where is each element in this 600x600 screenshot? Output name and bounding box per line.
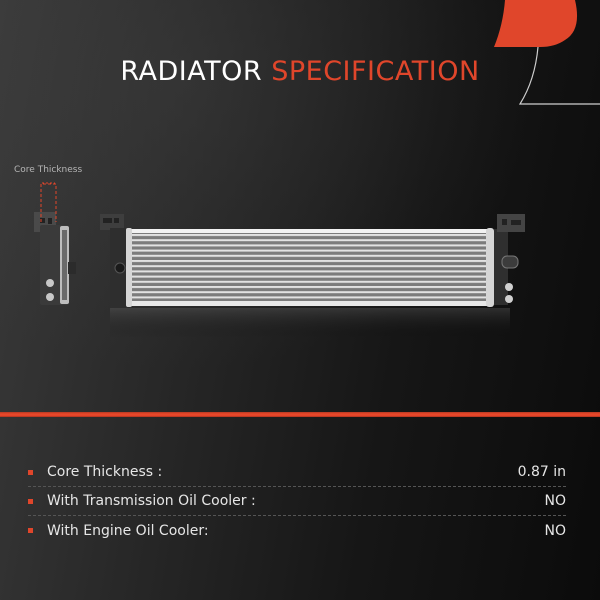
spec-list: Core Thickness : 0.87 in With Transmissi…: [28, 458, 566, 545]
core-thickness-label: Core Thickness: [14, 165, 83, 175]
decorative-corner-shape: [494, 0, 600, 105]
spec-value: 0.87 in: [517, 464, 566, 480]
spec-row-core-thickness: Core Thickness : 0.87 in: [28, 458, 566, 487]
accent-divider: [0, 412, 600, 417]
spec-label: Core Thickness :: [47, 464, 163, 480]
title-accent: SPECIFICATION: [271, 56, 480, 87]
bullet-icon: [28, 498, 33, 504]
front-view: [100, 214, 525, 338]
radiator-image: [34, 182, 525, 338]
bullet-icon: [28, 528, 33, 533]
spec-row-transmission-oil-cooler: With Transmission Oil Cooler : NO: [28, 487, 566, 516]
spec-label: With Transmission Oil Cooler :: [47, 493, 256, 509]
page-title: RADIATOR SPECIFICATION: [0, 56, 600, 87]
bullet-icon: [28, 469, 33, 475]
spec-value: NO: [544, 493, 567, 509]
spec-value: NO: [544, 522, 567, 539]
background-shade: [0, 0, 600, 420]
side-view: [34, 182, 76, 305]
spec-label: With Engine Oil Cooler:: [47, 522, 209, 539]
title-primary: RADIATOR: [120, 56, 263, 87]
spec-row-engine-oil-cooler: With Engine Oil Cooler: NO: [28, 516, 566, 545]
